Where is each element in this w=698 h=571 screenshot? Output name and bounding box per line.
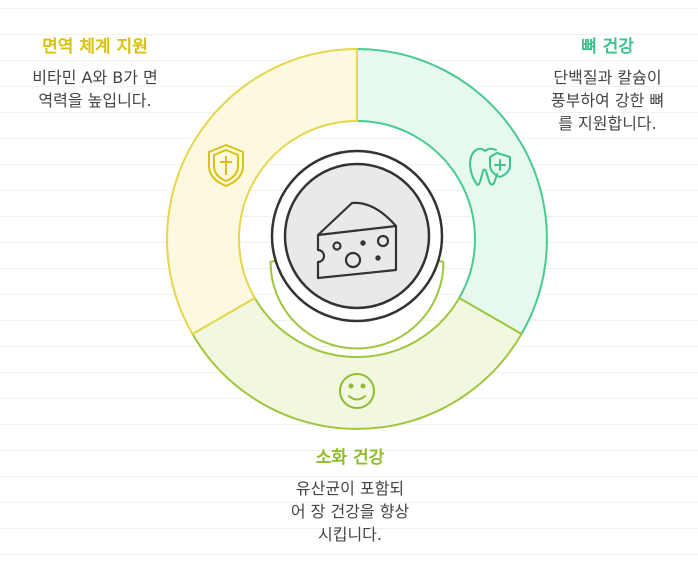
desc-line: 어 장 건강을 향상	[290, 502, 410, 521]
shield-cross-icon	[208, 144, 244, 187]
center-inner-circle	[283, 162, 431, 310]
center-hub	[270, 149, 444, 323]
immune-support-title: 면역 체계 지원	[42, 37, 148, 57]
immune-support-segment	[166, 47, 358, 336]
desc-line: 시킵니다.	[318, 525, 382, 544]
desc-line: 비타민 A와 B가 면	[32, 68, 158, 87]
bone-health-segment	[356, 47, 548, 336]
bone-health-title: 뼈 건강	[581, 37, 634, 57]
immune-support-desc: 비타민 A와 B가 면 역력을 높입니다.	[10, 66, 180, 112]
bone-health-desc: 단백질과 칼슘이 풍부하여 강한 뼈 를 지원합니다.	[525, 66, 690, 135]
bone-health-block: 뼈 건강 단백질과 칼슘이 풍부하여 강한 뼈 를 지원합니다.	[525, 36, 690, 135]
outer-ring	[166, 47, 548, 430]
desc-line: 풍부하여 강한 뼈	[550, 91, 665, 110]
digestive-health-title: 소화 건강	[315, 448, 385, 468]
desc-line: 를 지원합니다.	[558, 114, 657, 133]
immune-support-block: 면역 체계 지원 비타민 A와 B가 면 역력을 높입니다.	[10, 36, 180, 112]
desc-line: 유산균이 포함되	[295, 479, 405, 498]
tooth-plus-icon	[469, 147, 511, 186]
cheese-icon	[316, 201, 398, 280]
desc-line: 역력을 높입니다.	[38, 91, 152, 110]
digestive-health-desc: 유산균이 포함되 어 장 건강을 향상 시킵니다.	[230, 477, 470, 546]
smiley-face-icon	[339, 373, 375, 409]
digestive-health-block: 소화 건강 유산균이 포함되 어 장 건강을 향상 시킵니다.	[230, 447, 470, 546]
digestive-health-segment	[191, 296, 523, 430]
desc-line: 단백질과 칼슘이	[553, 68, 662, 87]
